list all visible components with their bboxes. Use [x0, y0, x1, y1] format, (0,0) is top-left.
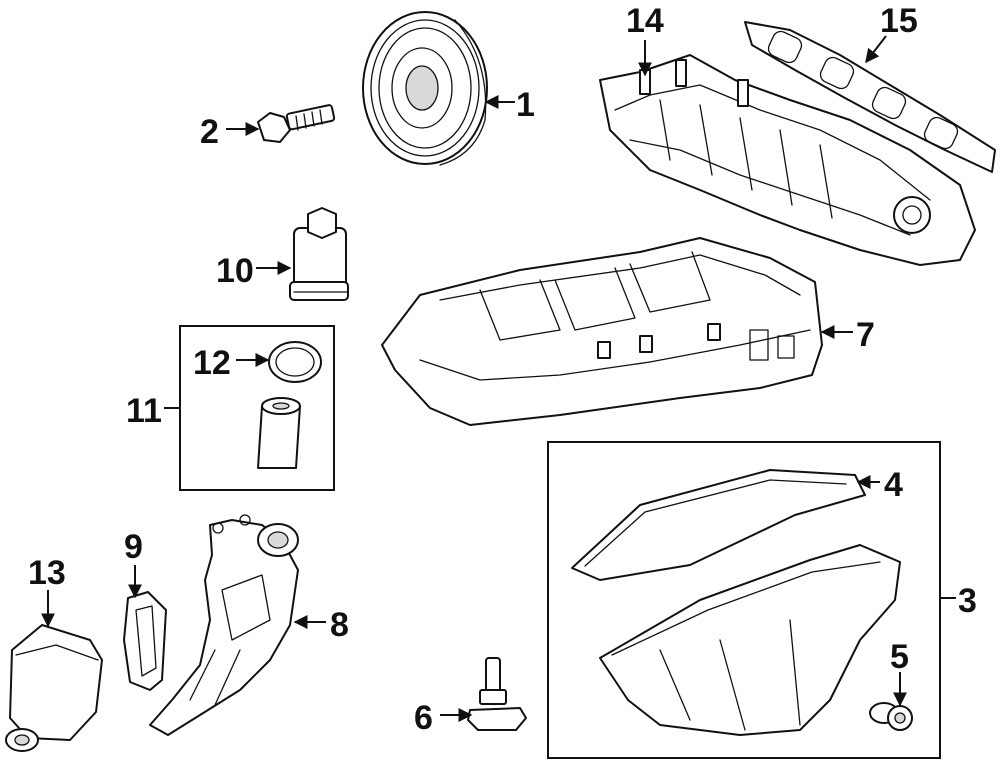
leader-15	[865, 35, 887, 64]
callout-3: 3	[958, 582, 977, 620]
oil-pan-lower[interactable]	[599, 544, 901, 736]
callout-14: 14	[626, 2, 664, 40]
dipstick-fitting[interactable]	[467, 657, 527, 731]
callout-8: 8	[330, 606, 349, 644]
callout-10: 10	[216, 252, 254, 290]
oil-cooler[interactable]	[5, 624, 103, 752]
oil-filter-element[interactable]	[257, 397, 301, 469]
oil-pan-gasket[interactable]	[571, 469, 866, 581]
intake-manifold[interactable]	[599, 54, 976, 266]
pulley-bolt[interactable]	[257, 104, 336, 143]
oil-pan-upper[interactable]	[381, 237, 823, 426]
callout-12: 12	[193, 344, 231, 382]
callout-2: 2	[200, 113, 219, 151]
callout-9: 9	[124, 528, 143, 566]
callout-5: 5	[890, 638, 909, 676]
o-ring[interactable]	[268, 341, 322, 383]
callout-4: 4	[884, 466, 903, 504]
leader-lines	[41, 35, 956, 722]
group-box-3	[547, 441, 941, 759]
callout-13: 13	[28, 554, 66, 592]
callout-15: 15	[880, 2, 918, 40]
housing-gasket[interactable]	[123, 591, 167, 691]
oil-filter-housing[interactable]	[149, 514, 299, 736]
callout-6: 6	[414, 699, 433, 737]
intake-gasket[interactable]	[744, 21, 996, 173]
callout-1: 1	[516, 86, 535, 124]
callout-7: 7	[856, 316, 875, 354]
callout-11: 11	[126, 392, 162, 430]
drain-plug[interactable]	[869, 702, 913, 731]
oil-filter-cap[interactable]	[289, 207, 349, 301]
callout-labels: 1 2 3 4 5 6 7 8 9 10 11 12 13 14 15	[28, 2, 977, 737]
crankshaft-pulley[interactable]	[362, 11, 488, 166]
